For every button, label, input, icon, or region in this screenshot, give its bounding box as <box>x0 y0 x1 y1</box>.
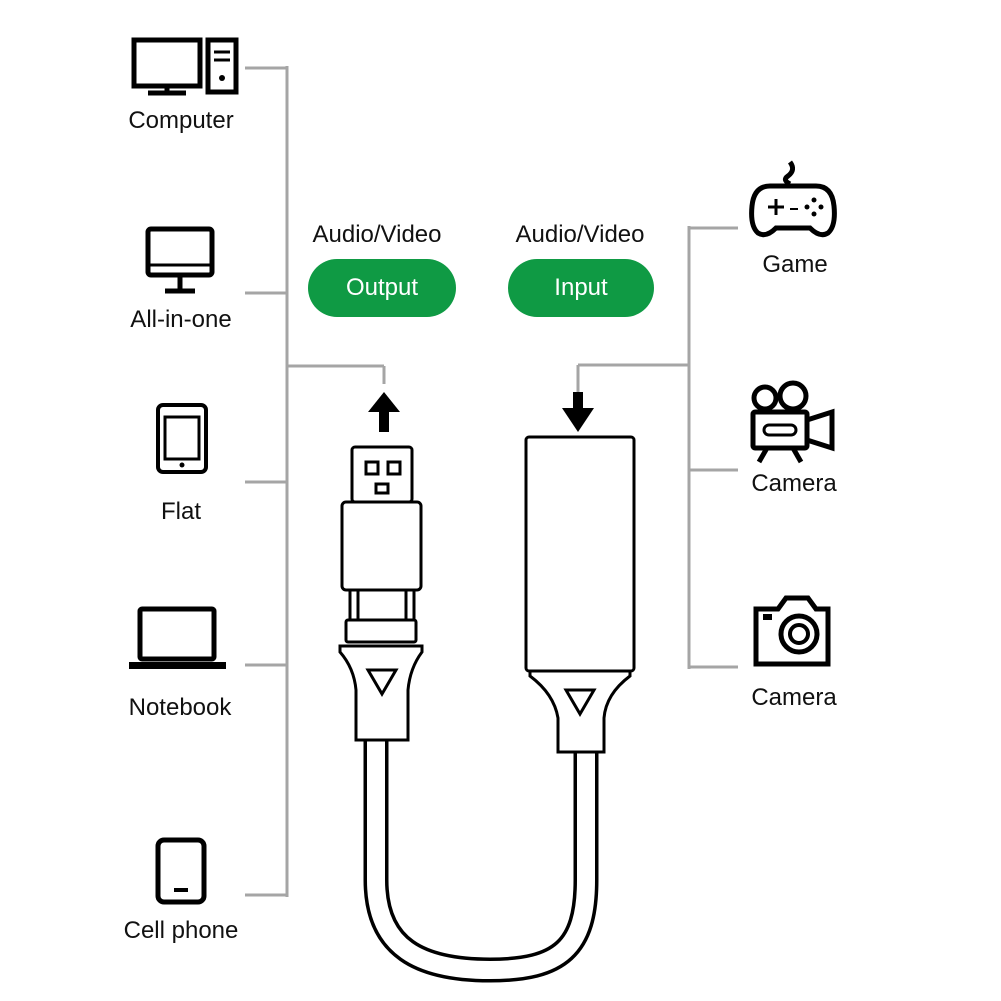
hdmi-port-housing-icon <box>524 435 636 754</box>
device-label-cell-phone: Cell phone <box>123 917 239 944</box>
photo-camera-icon <box>753 595 831 667</box>
left-connector-lines <box>245 66 386 897</box>
usb-plug-icon <box>338 445 424 742</box>
computer-tower-icon <box>131 37 239 96</box>
input-arrow-down-icon <box>562 392 594 432</box>
all-in-one-monitor-icon <box>145 226 215 294</box>
right-connector-lines <box>576 226 738 669</box>
device-label-notebook: Notebook <box>128 694 232 721</box>
cable <box>363 725 599 983</box>
device-label-computer: Computer <box>128 107 234 134</box>
input-caption: Audio/Video <box>515 221 645 248</box>
tablet-icon <box>156 403 208 474</box>
output-arrow-up-icon <box>368 392 400 432</box>
output-caption: Audio/Video <box>312 221 442 248</box>
device-label-photo-camera: Camera <box>751 684 837 711</box>
gamepad-icon <box>749 160 837 238</box>
output-badge: Output <box>308 259 456 317</box>
video-camera-icon <box>750 380 835 464</box>
device-label-video-camera: Camera <box>751 470 837 497</box>
device-label-flat: Flat <box>160 498 202 525</box>
device-label-all-in-one: All-in-one <box>130 306 232 333</box>
device-label-game: Game <box>762 251 828 278</box>
input-badge: Input <box>508 259 654 317</box>
laptop-icon <box>129 606 226 669</box>
phone-icon <box>155 837 207 905</box>
